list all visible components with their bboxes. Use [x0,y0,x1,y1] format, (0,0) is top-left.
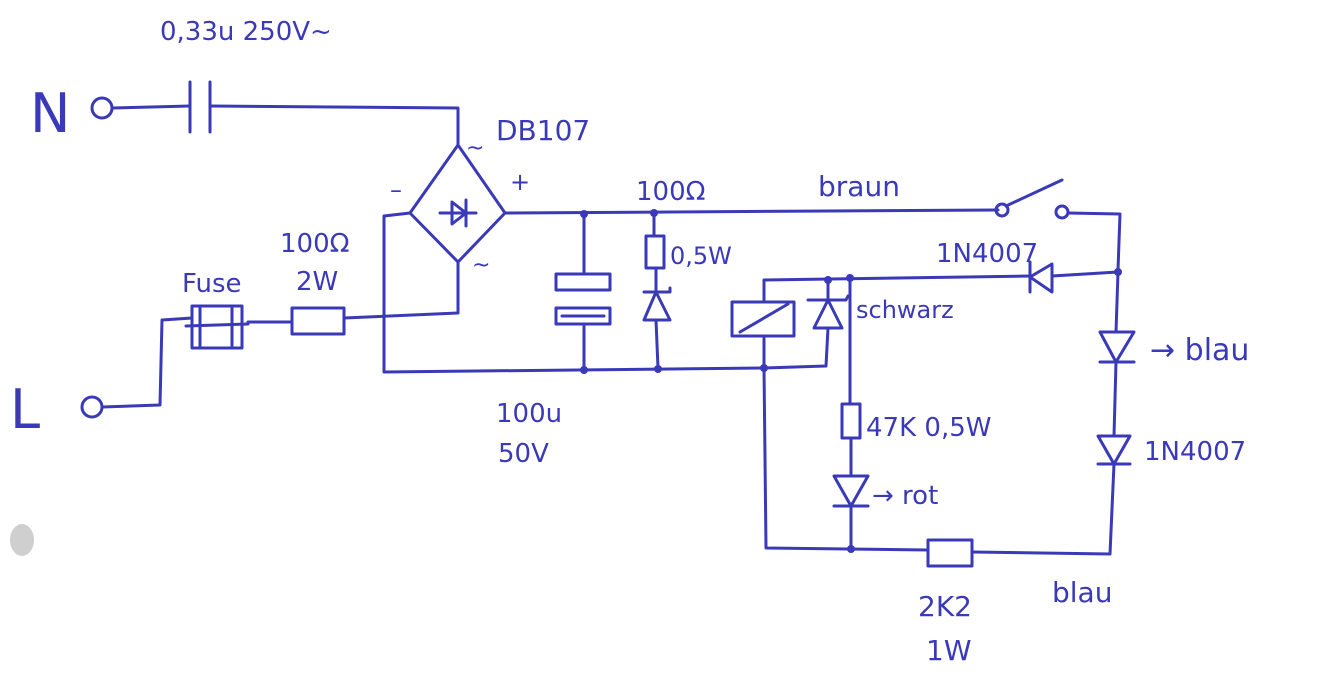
resistor-led-label: 47K 0,5W [866,413,991,443]
bridge-minus-label: – [390,176,402,204]
capacitor-filter [554,272,612,326]
bridge-plus-label: + [510,168,530,196]
zener-diode [642,286,672,322]
bridge-ac-top-label: ~ [466,136,484,161]
resistor-input-label: 100Ω [280,229,350,259]
cap-input-label: 0,33u 250V~ [160,17,332,47]
cap-filter-value-label: 100u [496,399,562,429]
diode-lower-label: 1N4007 [1144,437,1246,467]
led-blue [1098,330,1136,364]
resistor-bottom-power-label: 1W [926,634,972,667]
wire-resistor-to-bridge [342,260,460,320]
diode-lower [1096,434,1132,466]
relay-coil [730,300,796,338]
wire-brown-label: braun [818,170,900,203]
resistor-bottom-value-label: 2K2 [918,590,972,623]
wire-switch-out [1066,211,1122,272]
terminal-n-label: N [30,82,70,145]
terminal-n [90,96,114,120]
led-red-label: → rot [872,481,938,511]
resistor-series-label: 100Ω [636,177,706,207]
led-blue-label: → blau [1150,333,1249,368]
junction-zener-bottom [654,365,662,373]
resistor-input [290,306,346,336]
resistor-led [840,402,862,440]
wire-n [110,104,192,110]
wire-blue-label: blau [1052,576,1112,609]
fuse-label: Fuse [182,269,242,299]
capacitor-input [188,80,212,134]
wire-relay-top [762,274,1032,302]
led-red [832,474,870,508]
wire-n-to-bridge [208,104,460,147]
resistor-series-power-label: 0,5W [670,242,732,270]
wire-minus [382,211,764,374]
resistor-series [644,234,666,270]
switch [994,178,1070,220]
punch-hole [10,524,34,556]
resistor-bottom [926,538,974,568]
bridge-rectifier [408,143,507,264]
wire-plus [503,208,1000,215]
fuse [184,304,250,350]
junction-cap-bottom [580,366,588,374]
wire-l [100,316,194,409]
terminal-l-label: L [10,378,40,441]
wire-black-label: schwarz [856,296,954,324]
wire-minus-down [762,366,930,552]
terminal-l [80,395,104,419]
bridge-ac-bottom-label: ~ [472,253,490,278]
diode-flyback [1028,260,1054,294]
diode-flyback-label: 1N4007 [936,239,1038,269]
resistor-input-power-label: 2W [296,267,338,297]
relay-zener [806,294,850,330]
cap-filter-voltage-label: 50V [498,439,549,469]
bridge-label: DB107 [496,114,590,147]
